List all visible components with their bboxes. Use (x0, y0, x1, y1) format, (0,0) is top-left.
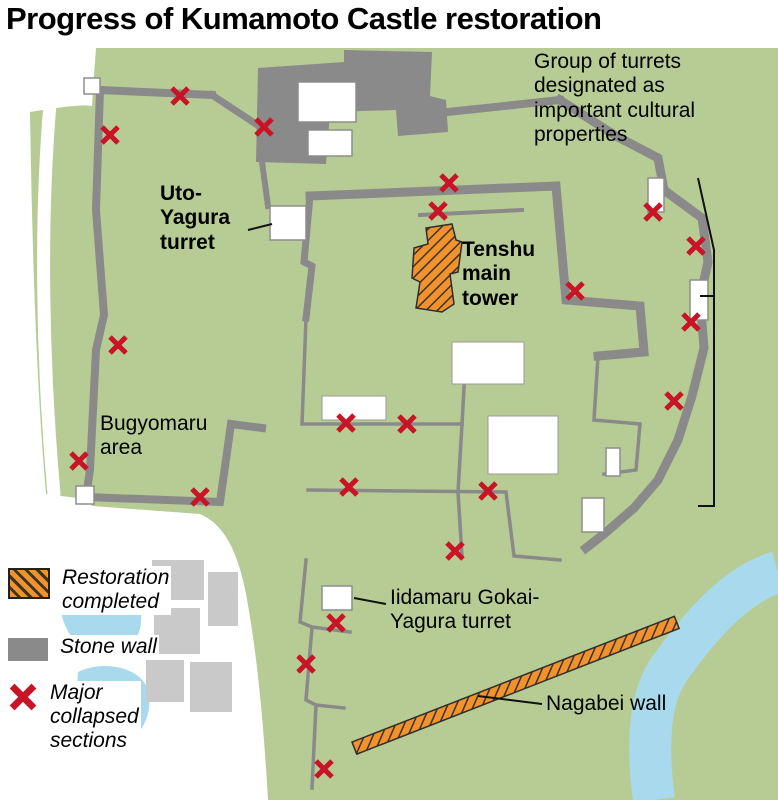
tenshu-main-tower-shape (411, 223, 463, 313)
page-title: Progress of Kumamoto Castle restoration (6, 1, 602, 36)
legend-collapsed-label: Major collapsed sections (48, 680, 141, 754)
turret-group-bracket (697, 177, 715, 507)
label-bugyomaru-area: Bugyomaru area (100, 412, 208, 460)
uto-yagura-pointer (247, 223, 273, 231)
label-uto-yagura-turret: Uto- Yagura turret (160, 182, 231, 254)
legend: Restoration completed Stone wall Major c… (8, 566, 188, 774)
collapsed-x-icon (8, 682, 38, 712)
legend-item-restoration: Restoration completed (8, 566, 188, 615)
legend-item-stone-wall: Stone wall (8, 634, 188, 661)
pointer-lines (247, 177, 715, 705)
legend-restoration-label: Restoration completed (60, 566, 172, 615)
label-turret-group: Group of turrets designated as important… (534, 50, 696, 147)
restoration-swatch-icon (8, 568, 50, 599)
stone-wall-swatch-icon (8, 637, 48, 661)
iidamaru-pointer (353, 597, 387, 605)
interior-plots (321, 341, 559, 475)
legend-stone-wall-label: Stone wall (58, 634, 159, 660)
label-iidamaru-turret: Iidamaru Gokai- Yagura turret (390, 586, 540, 634)
nagabei-wall-shape (351, 615, 681, 756)
label-tenshu-main-tower: Tenshu main tower (462, 238, 536, 310)
outer-road (37, 97, 61, 501)
nagabei-pointer (477, 695, 543, 705)
label-nagabei-wall: Nagabei wall (546, 692, 667, 715)
restoration-completed-shapes (351, 223, 681, 756)
legend-item-collapsed: Major collapsed sections (8, 680, 188, 754)
